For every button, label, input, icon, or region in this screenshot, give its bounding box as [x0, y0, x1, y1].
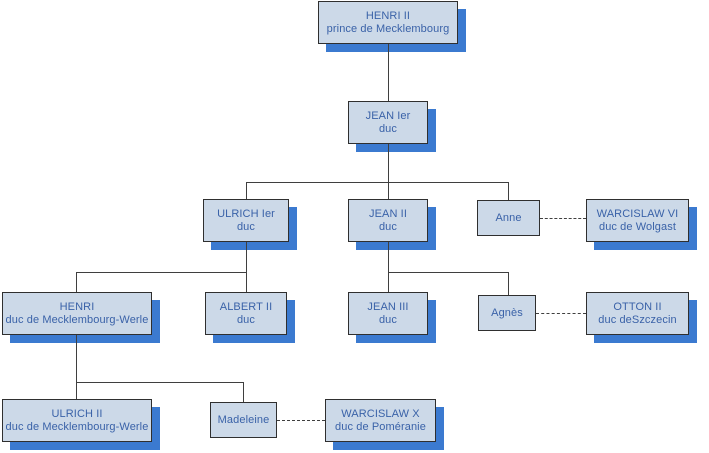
connector-jean2-down [388, 242, 389, 272]
person-name: Madeleine [217, 413, 270, 426]
connector-bus3-to-jean2 [388, 182, 389, 199]
connector-bus-level4a [76, 272, 246, 273]
connector-henri2-down [388, 44, 389, 101]
marriage-connector-anne-warcislaw6 [540, 218, 586, 219]
person-title: duc [378, 220, 398, 233]
person-name: WARCISLAW X [341, 407, 420, 420]
connector-bus-level3 [246, 182, 508, 183]
person-name: HENRI [59, 300, 95, 313]
person-title: duc [236, 220, 256, 233]
person-title: duc de Mecklembourg-Werle [5, 420, 149, 433]
person-name: JEAN II [369, 207, 407, 220]
connector-bus4a-to-henri [76, 272, 77, 292]
person-name: Anne [495, 211, 522, 224]
person-node-anne[interactable]: Anne [477, 200, 540, 236]
person-name: JEAN Ier [365, 109, 411, 122]
person-name: OTTON II [613, 300, 662, 313]
connector-bus5-to-madeleine [243, 382, 244, 402]
connector-bus4b-to-jean3 [388, 272, 389, 292]
person-name: Agnès [491, 306, 523, 319]
person-name: ULRICH II [51, 407, 103, 420]
connector-bus5-to-ulrich2 [76, 382, 77, 399]
person-node-madeleine[interactable]: Madeleine [210, 402, 277, 438]
person-node-agnes[interactable]: Agnès [478, 295, 536, 331]
person-title: duc de Wolgast [598, 220, 677, 233]
marriage-connector-madeleine-warcislaw10 [277, 420, 325, 421]
person-title: duc [236, 313, 256, 326]
person-title: duc de Poméranie [335, 420, 426, 433]
connector-henri-down [76, 335, 77, 382]
connector-bus4b-to-agnes [508, 272, 509, 295]
connector-bus4a-to-albert [246, 272, 247, 292]
connector-bus-level4b [388, 272, 508, 273]
person-name: ALBERT II [219, 300, 273, 313]
connector-bus3-to-ulrich [246, 182, 247, 199]
connector-ulrich1er-down [246, 242, 247, 272]
person-name: HENRI II [365, 9, 411, 22]
person-name: WARCISLAW VI [596, 207, 679, 220]
connector-bus-level5 [76, 382, 243, 383]
person-name: ULRICH Ier [217, 207, 275, 220]
marriage-connector-agnes-otton2 [536, 313, 586, 314]
person-name: JEAN III [367, 300, 409, 313]
person-title: duc de Mecklembourg-Werle [5, 313, 149, 326]
connector-jean1er-down [388, 144, 389, 182]
person-title: prince de Mecklembourg [326, 22, 450, 35]
person-title: duc [378, 313, 398, 326]
person-title: duc deSzczecin [598, 313, 677, 326]
connector-bus3-to-anne [508, 182, 509, 200]
person-title: duc [378, 122, 398, 135]
